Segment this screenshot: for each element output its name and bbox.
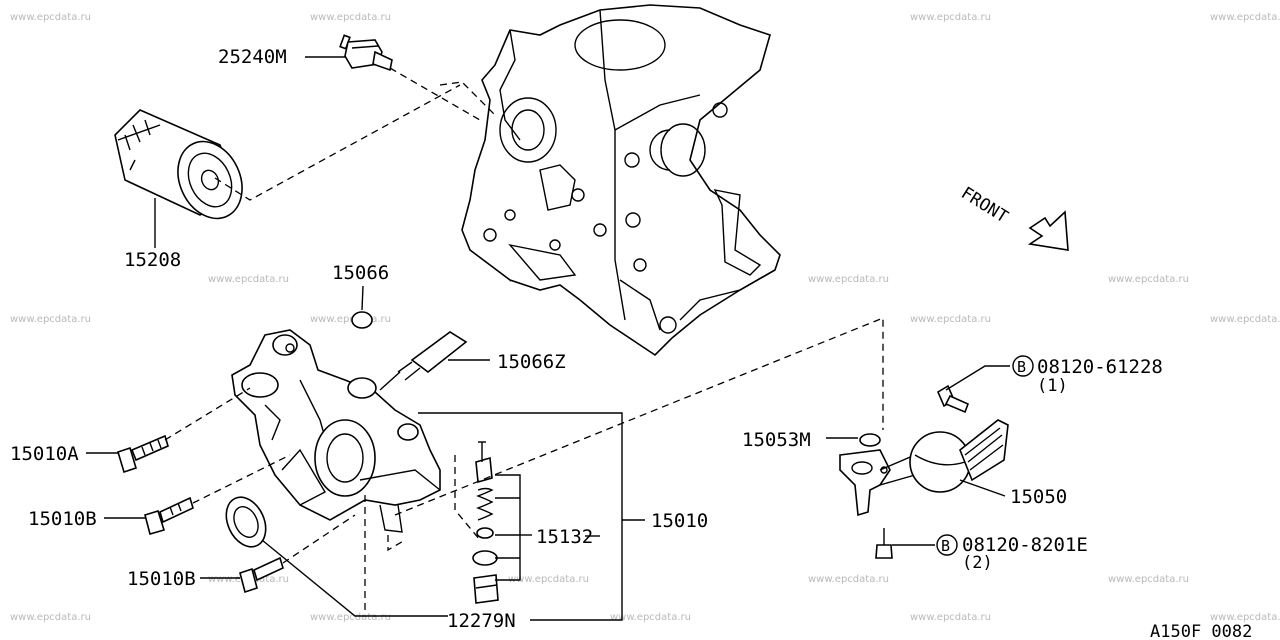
bolt-qty-upper: (1) — [1037, 376, 1068, 396]
gasket-15053m — [859, 433, 881, 447]
watermark: www.epcdata.ru — [808, 574, 889, 585]
bolt-15010a — [117, 434, 169, 474]
strainer-tube-15066z — [379, 331, 468, 391]
bolt-callout-upper: B 08120-61228 (1) — [1012, 355, 1163, 396]
bolt-qty-lower: (2) — [962, 553, 993, 573]
watermark: www.epcdata.ru — [10, 314, 91, 325]
part-label-12279n: 12279N — [447, 610, 516, 632]
bolt-15010b-lower — [239, 556, 284, 594]
bolt-symbol-lower: B — [941, 537, 950, 555]
o-ring-15066 — [351, 311, 373, 329]
b-symbol-icon — [936, 534, 958, 556]
oil-seal-12279n — [225, 496, 267, 548]
front-arrow-icon — [1027, 210, 1069, 251]
part-label-15050: 15050 — [1010, 486, 1067, 508]
watermark: www.epcdata.ru — [508, 574, 589, 585]
bolt-number-upper: 08120-61228 — [1037, 356, 1163, 378]
front-label: FRONT — [957, 183, 1011, 227]
part-label-15132: 15132 — [536, 526, 593, 548]
bolt-08120-8201e — [875, 528, 893, 559]
watermark: www.epcdata.ru — [1210, 612, 1280, 623]
front-direction-indicator: FRONT — [957, 183, 1069, 251]
part-label-15010: 15010 — [651, 510, 708, 532]
part-label-25240m: 25240M — [218, 46, 287, 68]
bolt-callout-lower: B 08120-8201E (2) — [936, 534, 1088, 573]
part-label-15208: 15208 — [124, 249, 181, 271]
watermark: www.epcdata.ru — [910, 612, 991, 623]
relief-valve-parts — [472, 441, 499, 604]
leader-15050 — [959, 479, 1006, 497]
oil-pump-body — [231, 329, 441, 533]
watermark: www.epcdata.ru — [10, 12, 91, 23]
watermark: www.epcdata.ru — [310, 12, 391, 23]
part-label-15066z: 15066Z — [497, 351, 566, 373]
part-label-15010a: 15010A — [10, 443, 79, 465]
bolt-08120-61228 — [936, 384, 970, 414]
part-label-15053m: 15053M — [742, 429, 811, 451]
watermark: www.epcdata.ru — [1108, 274, 1189, 285]
watermark: www.epcdata.ru — [10, 612, 91, 623]
watermark: www.epcdata.ru — [1108, 574, 1189, 585]
watermark: www.epcdata.ru — [1210, 12, 1280, 23]
bracket-15010 — [418, 412, 623, 621]
oil-strainer-15050 — [839, 419, 1009, 517]
watermark: www.epcdata.ru — [910, 12, 991, 23]
bracket-15132 — [495, 474, 532, 581]
oil-pressure-switch — [339, 34, 393, 72]
watermark: www.epcdata.ru — [310, 612, 391, 623]
engine-block — [461, 4, 781, 357]
b-symbol-icon — [1012, 355, 1034, 377]
bolt-symbol-upper: B — [1017, 358, 1026, 376]
watermark: www.epcdata.ru — [1210, 314, 1280, 325]
watermark: www.epcdata.ru — [208, 274, 289, 285]
oil-filter — [114, 109, 243, 220]
leader-15066 — [361, 285, 364, 311]
part-label-15010b-upper: 15010B — [28, 508, 97, 530]
bolt-number-lower: 08120-8201E — [962, 534, 1088, 556]
bolt-15010b-upper — [144, 496, 194, 535]
diagram-code: A150F 0082 — [1150, 622, 1252, 640]
part-label-15066: 15066 — [332, 262, 389, 284]
watermark: www.epcdata.ru — [808, 274, 889, 285]
part-label-15010b-lower: 15010B — [127, 568, 196, 590]
watermark: www.epcdata.ru — [310, 314, 391, 325]
watermark: www.epcdata.ru — [610, 612, 691, 623]
watermark: www.epcdata.ru — [910, 314, 991, 325]
